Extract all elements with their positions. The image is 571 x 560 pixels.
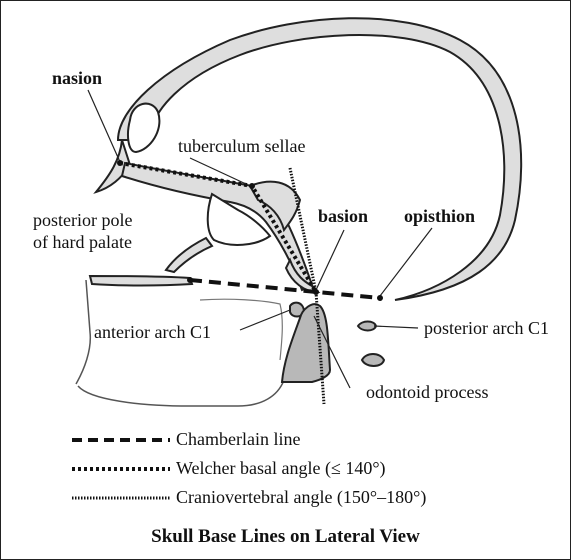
posterior-arch-leader — [373, 325, 419, 329]
basion-point — [313, 289, 319, 295]
ramus-outline — [199, 298, 283, 361]
label-opisthion: opisthion — [404, 206, 476, 226]
legend-label-chamberlain: Chamberlain line — [176, 429, 301, 449]
hard-palate — [88, 274, 194, 287]
nasion-leader — [87, 89, 121, 163]
label-posterior-pole-1: posterior pole — [33, 210, 133, 230]
label-basion: basion — [318, 206, 369, 226]
clivus-line — [288, 167, 318, 293]
c2-spinous — [360, 353, 386, 367]
skull-vault — [116, 17, 523, 301]
posterior-odontoid-line — [314, 291, 326, 405]
label-posterior-arch-c1: posterior arch C1 — [424, 318, 549, 338]
tuberculum-leader — [189, 157, 247, 185]
label-anterior-arch-c1: anterior arch C1 — [94, 322, 211, 342]
label-odontoid-process: odontoid process — [366, 382, 489, 402]
label-tuberculum-sellae: tuberculum sellae — [178, 136, 306, 156]
sphenoid-body — [206, 192, 272, 246]
nasion-point — [117, 160, 123, 166]
frontal-sinus — [127, 102, 161, 154]
anterior-arch-leader — [239, 309, 291, 331]
opisthion-leader — [379, 227, 433, 297]
tuberculum-point — [249, 183, 255, 189]
pterygoid-plate — [164, 236, 214, 274]
legend-label-craniovertebral: Craniovertebral angle (150°–180°) — [176, 487, 427, 507]
label-posterior-pole-2: of hard palate — [33, 232, 132, 252]
opisthion-point — [377, 295, 383, 301]
odontoid-leader — [313, 315, 351, 389]
chamberlain-line — [189, 278, 381, 300]
jaw-outline — [75, 279, 285, 407]
sella-turcica — [248, 180, 302, 233]
basion-leader — [315, 229, 345, 291]
label-nasion: nasion — [52, 68, 103, 88]
hard-palate-point — [187, 277, 193, 283]
legend-label-welcher: Welcher basal angle (≤ 140°) — [176, 458, 386, 478]
figure-title: Skull Base Lines on Lateral View — [151, 526, 420, 547]
